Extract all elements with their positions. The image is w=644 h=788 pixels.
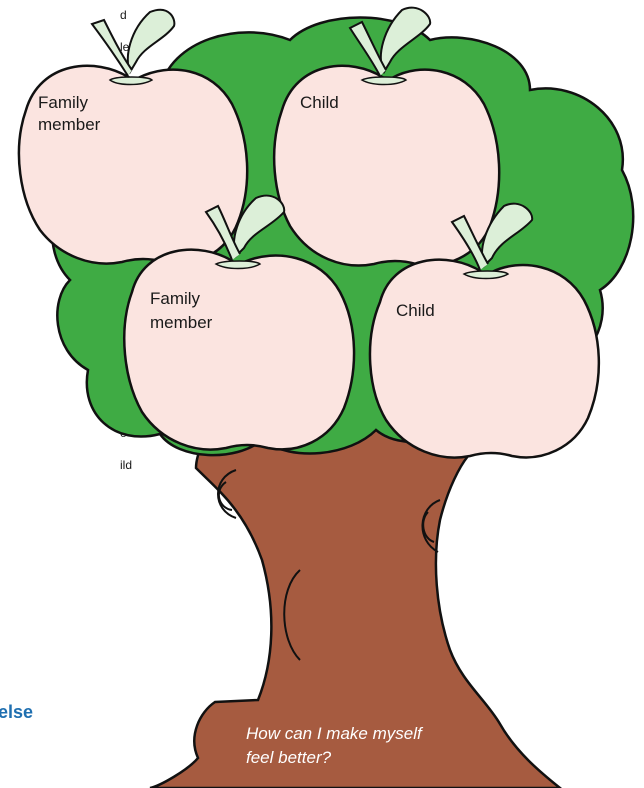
apple-label-line: member xyxy=(38,115,101,134)
apple-label-line: Family xyxy=(150,289,201,308)
trunk-question-line: feel better? xyxy=(246,748,332,767)
trunk-question-line: How can I make myself xyxy=(246,724,424,743)
apple-label-line: Child xyxy=(396,301,435,320)
apple-label-line: Family xyxy=(38,93,89,112)
apple-label-line: member xyxy=(150,313,213,332)
apple-label-line: Child xyxy=(300,93,339,112)
